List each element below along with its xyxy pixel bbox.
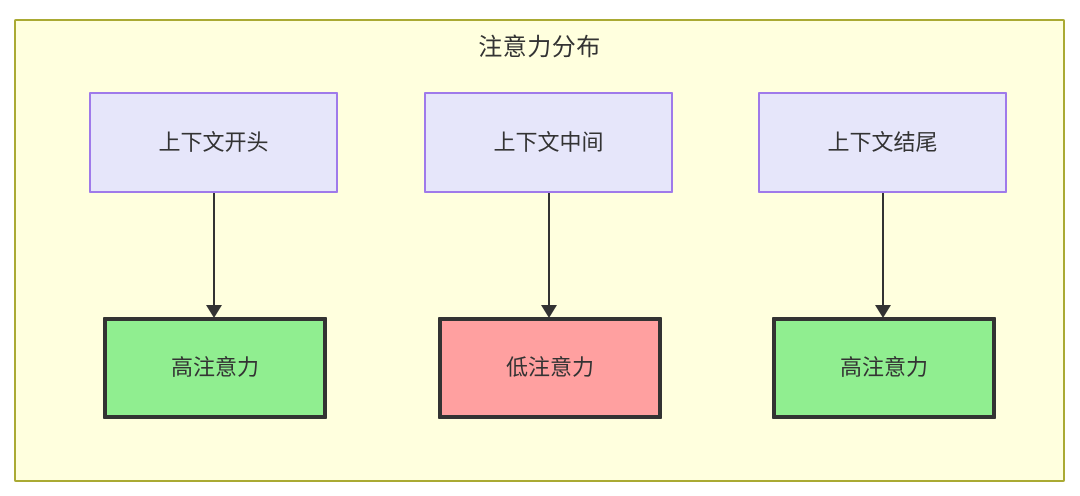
node-attn-high-end[interactable]: 高注意力 <box>772 317 996 419</box>
node-label: 上下文结尾 <box>827 129 938 155</box>
node-label: 低注意力 <box>505 355 594 380</box>
node-label: 上下文中间 <box>493 129 604 155</box>
node-label: 高注意力 <box>839 355 928 380</box>
node-attn-low-middle[interactable]: 低注意力 <box>438 317 662 419</box>
node-ctx-middle[interactable]: 上下文中间 <box>424 92 673 193</box>
node-label: 上下文开头 <box>158 129 269 155</box>
node-attn-high-start[interactable]: 高注意力 <box>103 317 327 419</box>
cluster-title: 注意力分布 <box>478 34 601 61</box>
node-label: 高注意力 <box>170 355 259 380</box>
node-ctx-start[interactable]: 上下文开头 <box>89 92 338 193</box>
node-ctx-end[interactable]: 上下文结尾 <box>758 92 1007 193</box>
